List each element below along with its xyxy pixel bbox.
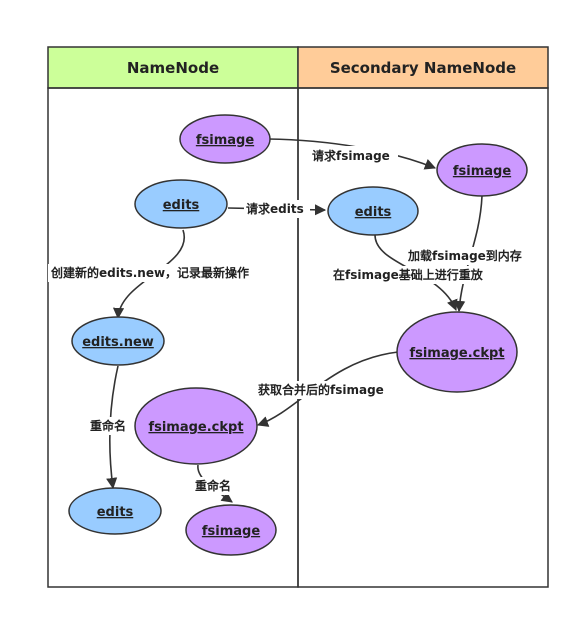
node-label: fsimage.ckpt <box>409 346 504 361</box>
node-snn-fsimage: fsimage <box>436 143 528 197</box>
node-nn-fsimage: fsimage <box>179 114 271 164</box>
label-request-fsimage: 请求fsimage <box>312 148 390 163</box>
label-load-fsimage: 加载fsimage到内存 <box>407 248 522 263</box>
node-nn-fsimage-ckpt: fsimage.ckpt <box>134 387 258 465</box>
label-fetch-merged: 获取合并后的fsimage <box>257 382 384 397</box>
node-label: fsimage <box>202 524 260 539</box>
node-label: edits <box>163 198 200 213</box>
node-nn-edits-final: edits <box>68 487 162 535</box>
namenode-title: NameNode <box>127 59 219 77</box>
label-request-edits: 请求edits <box>246 201 304 216</box>
label-create-edits-new: 创建新的edits.new，记录最新操作 <box>50 265 249 280</box>
node-nn-fsimage-final: fsimage <box>185 504 277 556</box>
node-label: edits <box>97 505 134 520</box>
node-nn-edits: edits <box>134 179 228 229</box>
label-replay: 在fsimage基础上进行重放 <box>333 267 484 282</box>
node-snn-edits: edits <box>327 186 419 236</box>
namenode-header <box>47 46 299 89</box>
node-label: fsimage.ckpt <box>148 420 243 435</box>
swimlane-frame: NameNode Secondary NameNode <box>47 46 549 588</box>
secondary-namenode-title: Secondary NameNode <box>330 59 516 77</box>
node-label: edits.new <box>82 335 154 350</box>
secondary-namenode-header <box>297 46 549 89</box>
node-nn-edits-new: edits.new <box>71 316 165 366</box>
secondary-namenode-lane <box>297 87 549 588</box>
label-rename-fsimage: 重命名 <box>195 478 231 493</box>
nodes: fsimage fsimage edits edits edits.new fs… <box>68 114 528 556</box>
label-rename-edits: 重命名 <box>90 418 126 433</box>
node-label: fsimage <box>196 133 254 148</box>
node-label: fsimage <box>453 164 511 179</box>
node-snn-fsimage-ckpt: fsimage.ckpt <box>396 311 518 393</box>
node-label: edits <box>355 205 392 220</box>
edge-labels: 请求fsimage 请求edits 创建新的edits.new，记录最新操作 加… <box>48 146 534 495</box>
